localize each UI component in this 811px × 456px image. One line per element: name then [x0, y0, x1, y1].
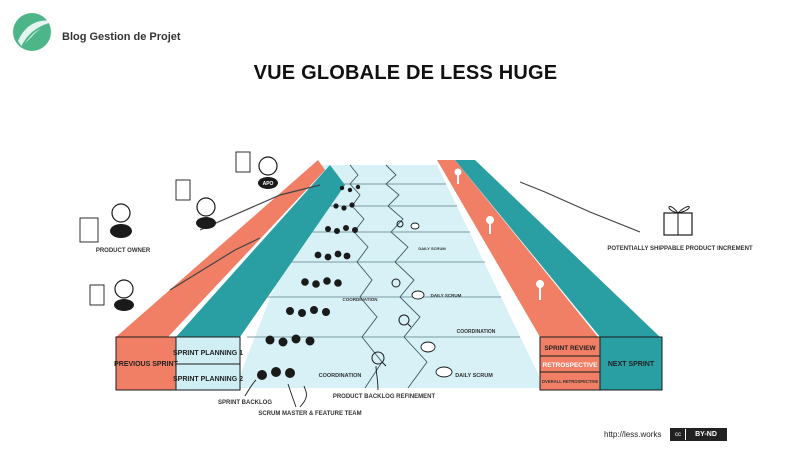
- previous-sprint-top: [116, 160, 325, 337]
- brand[interactable]: Blog Gestion de Projet: [12, 11, 192, 51]
- brand-name: Blog Gestion de Projet: [62, 31, 181, 43]
- daily-scrum-label-1: DAILY SCRUM: [455, 373, 493, 379]
- apo-label: APO: [263, 181, 274, 187]
- label-arrows: [244, 365, 379, 408]
- coordination-label-1: COORDINATION: [319, 373, 362, 379]
- side-rails: [169, 181, 641, 291]
- next-sprint-front: [599, 336, 663, 391]
- windmill-icons: [454, 168, 544, 300]
- sprint-planning-top: [176, 165, 345, 337]
- speech-bubble-icons: [410, 222, 453, 378]
- daily-scrum-label-2: DAILY SCRUM: [431, 293, 462, 298]
- cc-license-badge[interactable]: cc BY-ND: [670, 428, 727, 441]
- sprint-review-label: SPRINT REVIEW: [544, 345, 596, 352]
- apo-figures: [110, 156, 278, 311]
- less-works-url[interactable]: http://less.works: [604, 430, 662, 439]
- brand-leaf-logo: [13, 13, 52, 51]
- sprint-review-top: [437, 160, 598, 337]
- backlog-sheets: [79, 151, 251, 306]
- cc-license-icon: cc: [671, 429, 685, 440]
- license-text: BY-ND: [686, 429, 726, 440]
- daily-scrum-label-3: DAILY SCRUM: [418, 246, 446, 251]
- magnifier-icons: [371, 220, 412, 367]
- team-figures: [257, 184, 361, 380]
- next-sprint-top: [455, 160, 660, 337]
- coordination-label-3: COORDINATION: [343, 297, 378, 302]
- coordination-label-2: COORDINATION: [457, 329, 496, 335]
- sprint-planning-1-label: SPRINT PLANNING 1: [173, 350, 243, 357]
- overall-retrospective-label: OVERALL RETROSPECTIVE: [542, 379, 599, 384]
- previous-sprint-label: PREVIOUS SPRINT: [114, 361, 179, 368]
- refinement-chevrons: [349, 164, 428, 389]
- product-owner-label: PRODUCT OWNER: [96, 248, 151, 254]
- sprint-planning-2-label: SPRINT PLANNING 2: [173, 376, 243, 383]
- retrospective-label: RETROSPECTIVE: [543, 362, 599, 369]
- scrum-master-label: SCRUM MASTER & FEATURE TEAM: [258, 411, 361, 417]
- refinement-label: PRODUCT BACKLOG REFINEMENT: [333, 394, 436, 400]
- sprint-backlog-label: SPRINT BACKLOG: [218, 400, 272, 406]
- gift-icon: [663, 205, 693, 236]
- next-sprint-label: NEXT SPRINT: [608, 361, 655, 368]
- page-title: VUE GLOBALE DE LESS HUGE: [253, 62, 558, 84]
- increment-label: POTENTIALLY SHIPPABLE PRODUCT INCREMENT: [607, 246, 753, 252]
